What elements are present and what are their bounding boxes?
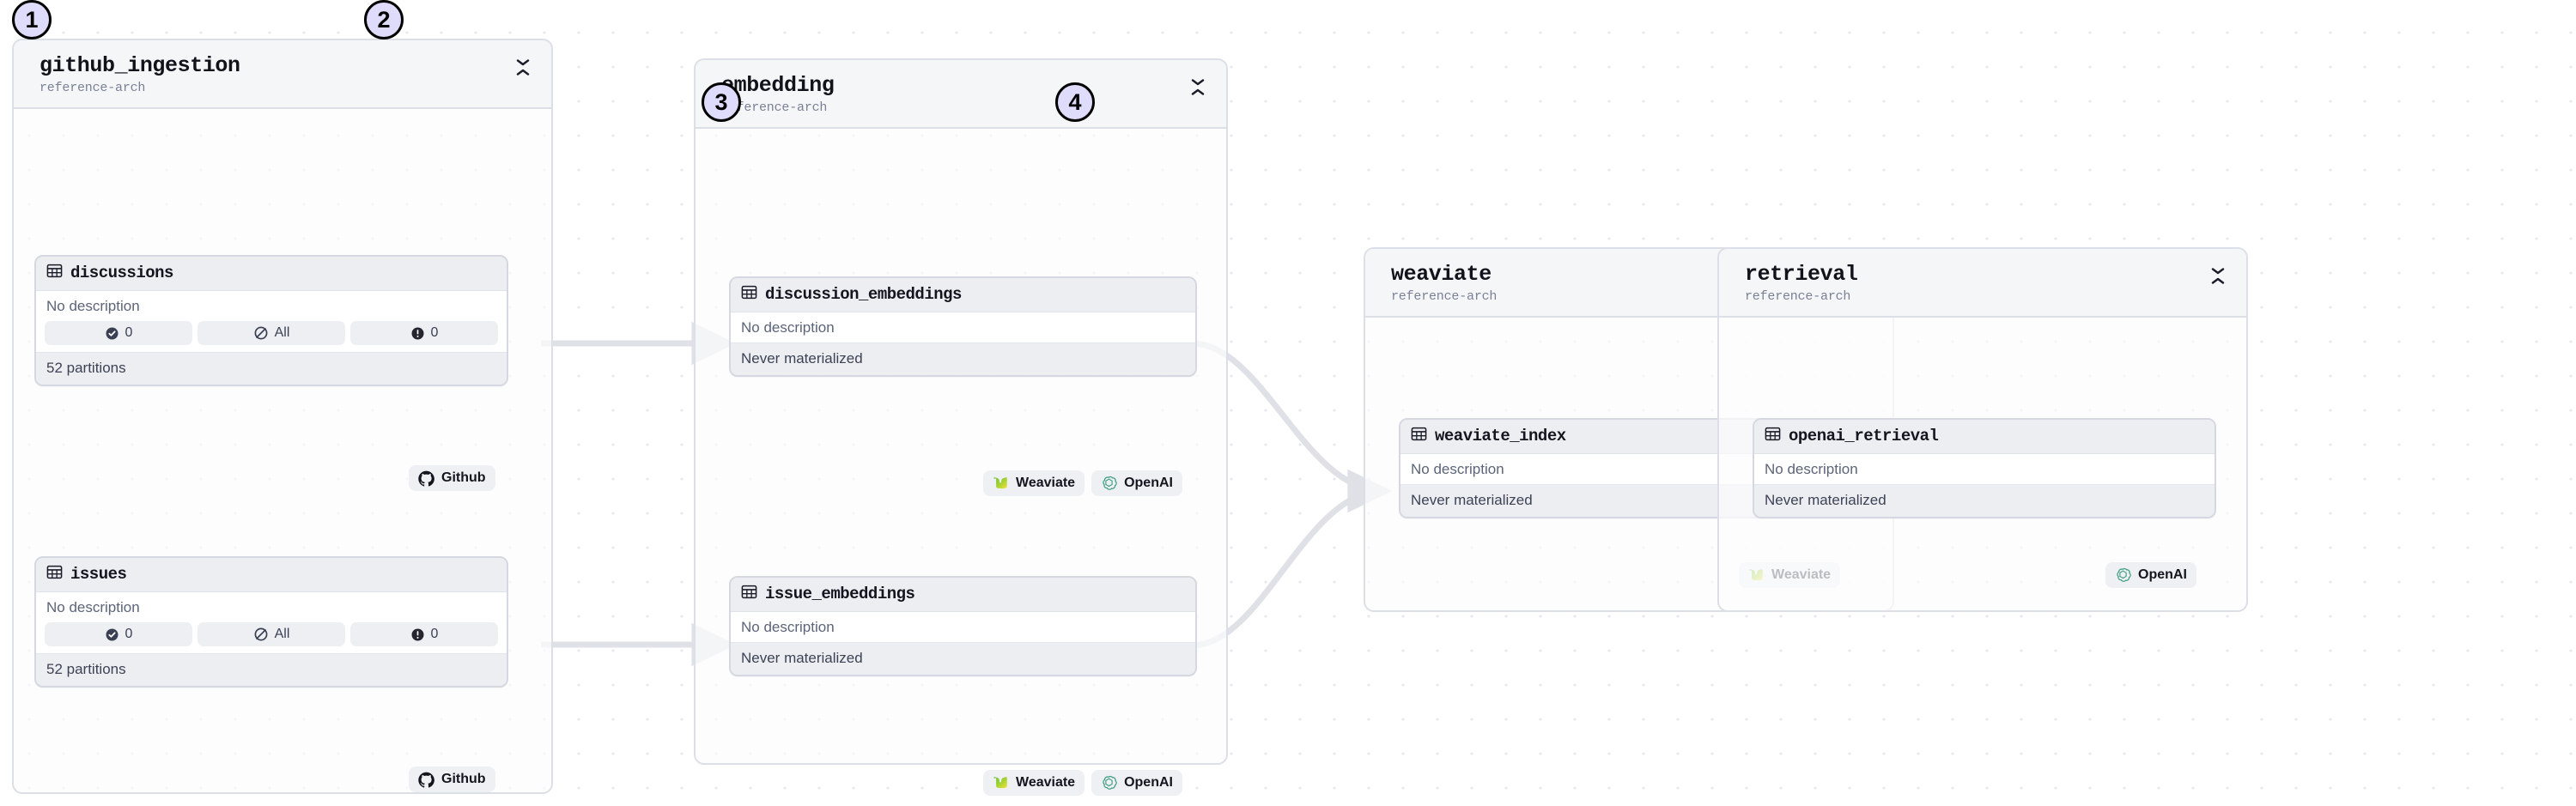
asset-description: No description (1754, 454, 2215, 484)
table-icon (741, 584, 757, 604)
asset-footer: Never materialized (731, 642, 1195, 675)
asset-name: issues (70, 565, 127, 584)
asset-node-openai-retrieval[interactable]: openai_retrieval No description Never ma… (1753, 418, 2216, 518)
openai-icon (1103, 775, 1117, 790)
table-icon (46, 564, 63, 585)
collapse-vertical-icon[interactable] (513, 54, 532, 80)
stat-checks[interactable]: 0 (350, 622, 498, 646)
asset-name: discussions (70, 264, 173, 282)
asset-name: openai_retrieval (1789, 427, 1939, 445)
group-github-ingestion[interactable]: github_ingestion reference-arch discussi… (12, 39, 553, 794)
asset-chips-discussions: Github (409, 465, 495, 491)
chip-label: OpenAI (2138, 567, 2187, 582)
collapse-vertical-icon[interactable] (1188, 74, 1207, 100)
stat-value: 0 (430, 325, 439, 340)
asset-stat-row: 0 All 0 (36, 321, 507, 352)
stat-value: 0 (430, 627, 439, 641)
annotation-badge-2: 2 (364, 0, 404, 39)
group-title: weaviate (1391, 262, 1492, 287)
group-subtitle: reference-arch (721, 100, 828, 115)
group-title: embedding (721, 73, 835, 98)
asset-description: No description (36, 592, 507, 622)
openai-icon (2117, 567, 2131, 582)
chip-github[interactable]: Github (409, 767, 495, 792)
asset-node-issues[interactable]: issues No description 0 All 0 52 partiti… (34, 556, 508, 688)
asset-footer: 52 partitions (36, 653, 507, 686)
group-header-embedding[interactable]: embedding reference-arch (696, 60, 1226, 129)
chip-label: Weaviate (1016, 476, 1076, 490)
stat-value: 0 (125, 325, 133, 340)
asset-header: issue_embeddings (731, 578, 1195, 612)
stat-materializations[interactable]: 0 (45, 622, 192, 646)
asset-node-issue-embeddings[interactable]: issue_embeddings No description Never ma… (729, 576, 1197, 676)
asset-chips-discussion-embeddings: Weaviate OpenAI (983, 470, 1182, 496)
asset-header: openai_retrieval (1754, 420, 2215, 454)
github-icon (418, 772, 434, 788)
group-header-github-ingestion[interactable]: github_ingestion reference-arch (14, 40, 551, 109)
asset-name: weaviate_index (1435, 427, 1566, 445)
group-subtitle: reference-arch (39, 80, 146, 95)
stat-materializations[interactable]: 0 (45, 321, 192, 345)
asset-node-discussion-embeddings[interactable]: discussion_embeddings No description Nev… (729, 276, 1197, 377)
asset-footer: Never materialized (1754, 484, 2215, 517)
stat-value: 0 (125, 627, 133, 641)
chip-label: OpenAI (1124, 775, 1173, 790)
group-title: retrieval (1745, 262, 1858, 287)
annotation-badge-1: 1 (12, 0, 52, 39)
chip-label: OpenAI (1124, 476, 1173, 490)
annotation-badge-3: 3 (702, 82, 741, 122)
asset-header: issues (36, 558, 507, 592)
chip-openai[interactable]: OpenAI (2105, 562, 2196, 588)
chip-github[interactable]: Github (409, 465, 495, 491)
stat-freshness[interactable]: All (197, 321, 345, 345)
stat-checks[interactable]: 0 (350, 321, 498, 345)
asset-node-discussions[interactable]: discussions No description 0 All 0 52 pa… (34, 255, 508, 386)
asset-description: No description (731, 612, 1195, 642)
collapse-vertical-icon[interactable] (2208, 263, 2227, 288)
table-icon (46, 263, 63, 283)
weaviate-icon (993, 777, 1007, 789)
asset-footer: Never materialized (731, 342, 1195, 375)
chip-openai[interactable]: OpenAI (1091, 770, 1182, 796)
openai-icon (1103, 476, 1117, 490)
asset-description: No description (731, 312, 1195, 342)
annotation-badge-4: 4 (1055, 82, 1095, 122)
table-icon (1765, 426, 1781, 446)
group-header-retrieval[interactable]: retrieval reference-arch (1719, 249, 2246, 318)
table-icon (741, 284, 757, 305)
weaviate-icon (993, 477, 1007, 489)
asset-footer: 52 partitions (36, 352, 507, 385)
asset-name: issue_embeddings (765, 585, 915, 603)
asset-header: discussion_embeddings (731, 278, 1195, 312)
asset-chips-openai-retrieval: OpenAI (2105, 562, 2196, 588)
stat-value: All (274, 627, 290, 641)
stat-freshness[interactable]: All (197, 622, 345, 646)
chip-openai[interactable]: OpenAI (1091, 470, 1182, 496)
group-retrieval[interactable]: retrieval reference-arch openai_retrieva… (1717, 247, 2248, 612)
chip-label: Weaviate (1016, 775, 1076, 790)
table-icon (1411, 426, 1427, 446)
chip-weaviate[interactable]: Weaviate (983, 470, 1085, 496)
asset-description: No description (36, 291, 507, 321)
github-icon (418, 470, 434, 487)
stat-value: All (274, 325, 290, 340)
chip-label: Github (441, 470, 486, 485)
group-subtitle: reference-arch (1745, 288, 1851, 304)
chip-weaviate[interactable]: Weaviate (983, 770, 1085, 796)
asset-header: discussions (36, 257, 507, 291)
asset-chips-issues: Github (409, 767, 495, 792)
asset-stat-row: 0 All 0 (36, 622, 507, 653)
group-subtitle: reference-arch (1391, 288, 1498, 304)
asset-name: discussion_embeddings (765, 285, 962, 304)
group-embedding[interactable]: embedding reference-arch discussion_embe… (694, 58, 1228, 796)
chip-label: Github (441, 772, 486, 786)
group-title: github_ingestion (39, 53, 240, 78)
asset-chips-issue-embeddings: Weaviate OpenAI (983, 770, 1182, 796)
